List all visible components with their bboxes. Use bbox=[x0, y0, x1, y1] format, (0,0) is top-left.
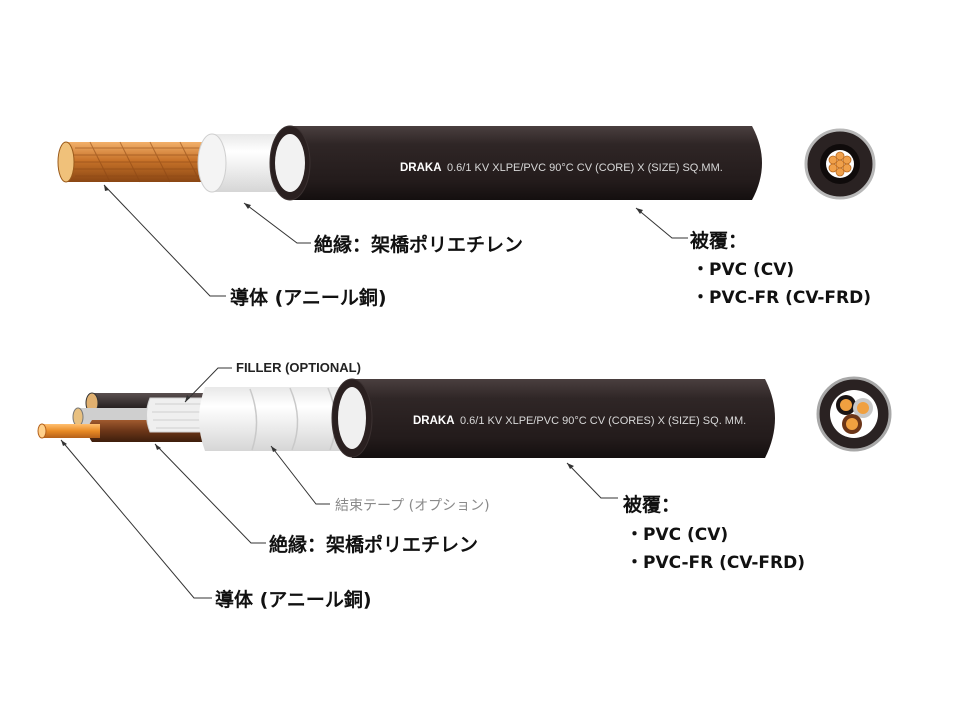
label-sheath-item-top-1: ・PVC (CV) bbox=[692, 260, 794, 280]
single-core-cable: DRAKA 0.6/1 KV XLPE/PVC 90°C CV (CORE) X… bbox=[57, 125, 762, 201]
outer-sheath-multi bbox=[342, 379, 775, 458]
multi-core-cable: DRAKA 0.6/1 KV XLPE/PVC 90°C CV (CORES) … bbox=[37, 378, 775, 458]
single-core-cross-section bbox=[804, 128, 876, 200]
outer-sheath bbox=[280, 126, 762, 200]
cable-print-brand: DRAKA bbox=[400, 162, 442, 174]
bottom-leader-lines bbox=[60, 367, 618, 599]
cable-print-spec-multi: 0.6/1 KV XLPE/PVC 90°C CV (CORES) X (SIZ… bbox=[460, 415, 746, 427]
core-orange-conductor bbox=[39, 424, 100, 438]
top-leader-lines bbox=[103, 184, 688, 297]
multi-core-cross-section bbox=[816, 376, 892, 452]
conductor-strands bbox=[68, 141, 214, 183]
label-binding-tape: 結束テープ (オプション) bbox=[335, 498, 490, 514]
binding-tape bbox=[199, 387, 352, 451]
label-sheath-title-bottom: 被覆： bbox=[623, 493, 680, 516]
label-insulation-top: 絶縁：架橋ポリエチレン bbox=[314, 233, 523, 256]
label-conductor-top: 導体 (アニール銅) bbox=[230, 286, 387, 309]
label-insulation-bottom: 絶縁：架橋ポリエチレン bbox=[269, 533, 478, 556]
cable-print-brand-multi: DRAKA bbox=[413, 415, 455, 427]
conductor-end bbox=[57, 141, 75, 183]
label-sheath-item-top-2: ・PVC-FR (CV-FRD) bbox=[692, 288, 871, 308]
label-conductor-bottom: 導体 (アニール銅) bbox=[215, 588, 372, 611]
label-filler: FILLER (OPTIONAL) bbox=[236, 360, 361, 375]
label-sheath-item-bottom-2: ・PVC-FR (CV-FRD) bbox=[626, 553, 805, 573]
cable-print-spec: 0.6/1 KV XLPE/PVC 90°C CV (CORE) X (SIZE… bbox=[447, 162, 723, 174]
label-sheath-item-bottom-1: ・PVC (CV) bbox=[626, 525, 728, 545]
label-sheath-title-top: 被覆： bbox=[690, 229, 747, 252]
